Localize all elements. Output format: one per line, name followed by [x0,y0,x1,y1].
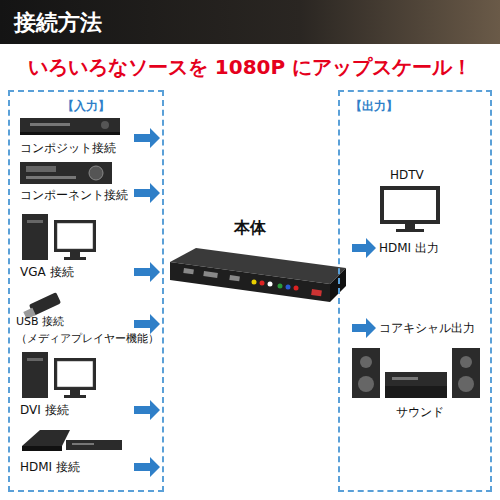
output-arrows [352,238,376,338]
speaker-system-icon [352,348,480,398]
input-arrows [134,128,160,477]
dvd-player-icon [20,118,120,135]
input-label: DVI 接続 [20,402,69,419]
output-device-label: HDTV [390,168,424,182]
node-text: 本体 [222,218,278,239]
node-text: 【入力】 [62,98,162,115]
tagline: いろいろなソースを 1080P にアップスケール！ [0,54,500,81]
title-text: 接続方法 [14,8,102,38]
output-label: コアキシャル出力 [379,320,475,337]
av-receiver-icon [20,162,112,184]
main-unit: 本体 [222,218,278,240]
tv-icon [380,186,440,232]
vga-pc-icon [22,214,96,260]
dvi-pc-icon [22,352,96,398]
output-group: 【出力】 [338,90,492,492]
output-label: HDMI 出力 [379,240,439,257]
output-device-label: サウンド [396,404,444,421]
title-bar [0,0,500,44]
input-label: VGA 接続 [20,264,74,281]
node-text: 【出力】 [350,98,490,115]
input-label: HDMI 接続 [20,459,80,476]
game-console-icon [22,430,122,451]
main-unit-illustration [170,248,346,302]
input-label: USB 接続 （メディアプレイヤー機能） [16,314,162,347]
input-label: コンポーネント接続 [20,187,128,204]
input-label: コンポジット接続 [20,140,116,157]
